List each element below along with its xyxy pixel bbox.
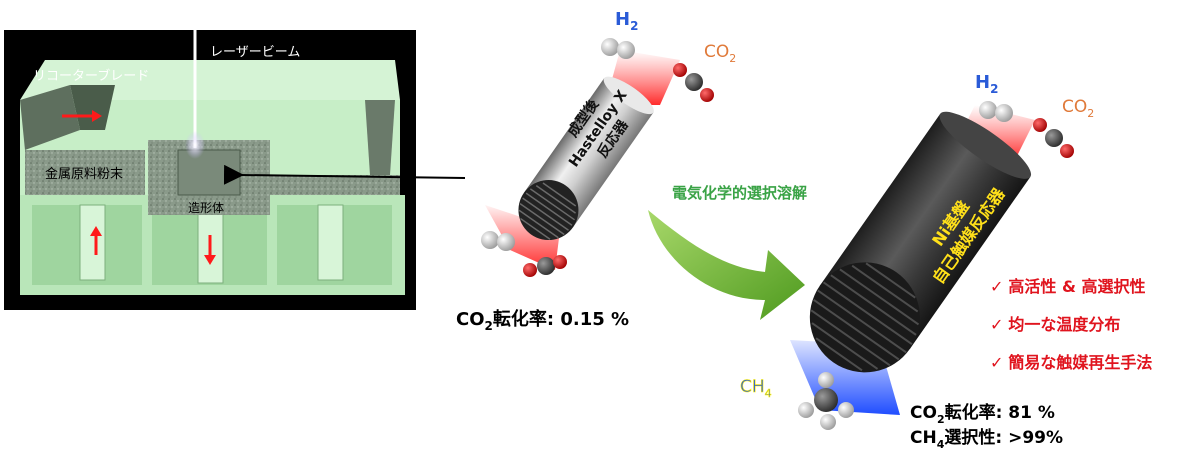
reactor-after-channels [810,262,920,372]
powder-bed-right [270,175,400,195]
pointer-arrow [223,164,466,185]
recoater-label: リコーターブレード [33,68,149,84]
h2-molecule-after [979,101,1013,122]
reactor-before-body [518,76,654,241]
chamber-top [20,60,400,100]
reactor-after-body [809,111,1032,373]
ch4-label: CH4 [740,377,772,400]
h2-molecule-top-before [601,38,635,59]
benefit-list: ✓高活性 & 高選択性 ✓均一な温度分布 ✓簡易な触媒再生手法 [990,277,1152,372]
co2-molecule-bottom-before [523,255,567,277]
piston-down-arrow-head [204,255,216,265]
co2-label-after: CO2 [1062,97,1094,120]
powder-label: 金属原料粉末 [45,166,123,182]
co2-molecule-after [1033,118,1074,158]
reactor-after-top [939,111,1032,179]
benefit-item: ✓高活性 & 高選択性 [990,277,1146,296]
reactor-after-face [809,262,920,373]
reactor-before-face [518,180,579,241]
selectivity-after: CH4選択性: >99% [910,427,1063,451]
piston-up-arrow-head [90,226,102,236]
ch4-molecule [798,372,854,430]
process-arrow [648,210,805,320]
h2-label-after: H2 [975,72,998,96]
conversion-after: CO2転化率: 81 % [910,402,1055,426]
conversion-before: CO2転化率: 0.15 % [456,308,629,333]
recoater-blade [70,85,115,130]
laser-label: レーザービーム [210,45,300,60]
reactor-before-channels [518,182,577,240]
h2-molecule-bottom-before [481,231,515,251]
printer-panel: レーザービーム リコーターブレード 金属原料粉末 造形体 [4,30,416,310]
h2-label-before: H2 [615,9,638,33]
benefit-item: ✓簡易な触媒再生手法 [990,353,1152,372]
right-piston [317,204,344,281]
part-label: 造形体 [188,201,224,215]
reactor-after: Ni基盤 自己触媒反応器 H2 CO2 CH4 CO2転化率: 81 % CH4… [740,72,1095,451]
reactor-before: 成型後 Hastelloy X 反応器 H2 CO2 CO2転化率: 0.15 … [456,9,736,333]
benefit-item: ✓均一な温度分布 [990,315,1120,334]
recoater-arrow-head [92,110,102,122]
recoater-body [20,85,80,150]
co2-molecule-top-before [673,63,714,102]
left-piston [79,204,106,281]
flow-in-before [485,205,560,270]
laser-spot [185,131,205,159]
right-wall [365,100,395,175]
process-label: 電気化学的選択溶解 [672,184,807,202]
printed-part [177,149,241,196]
co2-label-before: CO2 [704,42,736,65]
powder-bed-left [25,150,145,195]
reactor-before-top [603,76,654,115]
